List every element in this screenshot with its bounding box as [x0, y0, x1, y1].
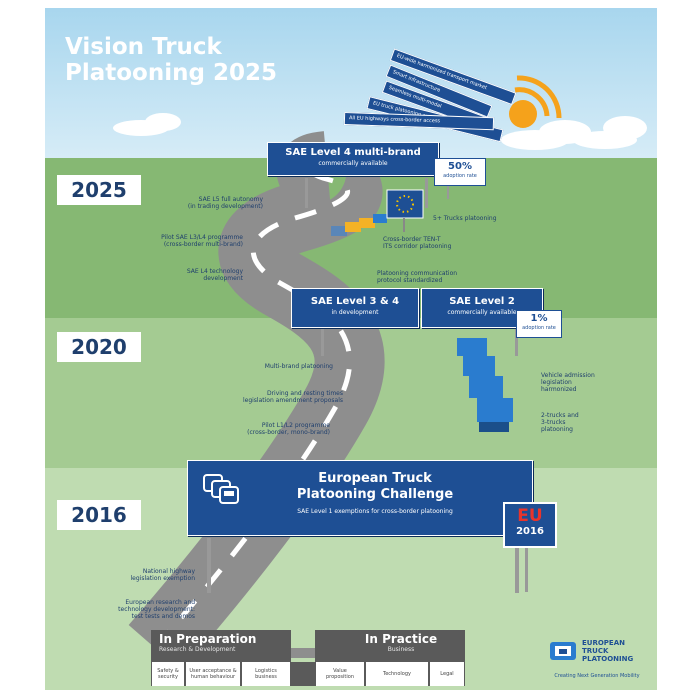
- year-label-2016: 2016: [57, 500, 141, 530]
- eu-2016-badge: EU 2016: [503, 502, 557, 548]
- year-label-2020: 2020: [57, 332, 141, 362]
- sign-level4-title: SAE Level 4 multi-brand: [285, 147, 421, 158]
- sun-icon: [509, 75, 562, 128]
- eu-badge-year: 2016: [516, 526, 544, 537]
- category-legal: Legal: [430, 662, 464, 686]
- annotation-2025-right-1: 5+ Trucks platooning: [433, 215, 497, 222]
- phase-preparation-subtitle: Research & Development: [159, 646, 236, 653]
- annotation-2025-left-1: SAE L5 full autonomy(in trading developm…: [187, 196, 263, 210]
- badge-50-percent: 50% adoption rate: [434, 158, 486, 186]
- logo-line-2: TRUCK: [582, 647, 609, 655]
- badge-1-percent: 1% adoption rate: [516, 310, 562, 338]
- eu-badge-letters: EU: [517, 506, 543, 526]
- infographic-poster: Vision Truck Platooning 2025 EU-wide har…: [45, 8, 657, 690]
- category-safety: Safety &security: [152, 662, 184, 686]
- sign-level4-subtitle: commercially available: [318, 160, 388, 167]
- logo-line-1: EUROPEAN: [582, 639, 625, 647]
- eu-flag-sign: [386, 189, 424, 232]
- title-line-1: Vision Truck: [65, 34, 222, 60]
- eu-badge-post: [525, 532, 528, 592]
- phase-practice-title: In Practice: [364, 632, 438, 646]
- sign-level3-4: SAE Level 3 & 4 in development: [291, 288, 419, 328]
- badge-50-label: adoption rate: [443, 173, 477, 179]
- sign-level34-subtitle: in development: [331, 309, 379, 316]
- challenge-subtitle: SAE Level 1 exemptions for cross-border …: [297, 508, 453, 515]
- clouds: [113, 113, 647, 150]
- sign-platooning-challenge: European Truck Platooning Challenge SAE …: [187, 460, 533, 536]
- annotation-2020-left-3: Pilot L1/L2 programme(cross-border, mono…: [247, 422, 330, 436]
- title-line-2: Platooning 2025: [65, 60, 277, 86]
- sign-level34-title: SAE Level 3 & 4: [310, 296, 400, 307]
- preparation-bar: [151, 630, 291, 662]
- badge-1-value: 1%: [530, 313, 548, 324]
- phase-practice-subtitle: Business: [387, 646, 415, 653]
- annotation-2025-left-2: Pilot SAE L3/L4 programme(cross-border m…: [161, 234, 243, 248]
- practice-bar: [315, 630, 465, 662]
- year-label-2025: 2025: [57, 175, 141, 205]
- category-technology: Technology: [366, 662, 428, 686]
- annotation-2020-left-1: Multi-brand platooning: [264, 363, 333, 370]
- category-user-acceptance: User acceptance &human behaviour: [186, 662, 240, 686]
- logo-tagline: Creating Next Generation Mobility: [554, 673, 640, 679]
- logo-wordmark: EUROPEAN TRUCK PLATOONING: [582, 639, 633, 663]
- challenge-line-1: European Truck: [318, 471, 432, 486]
- challenge-line-2: Platooning Challenge: [296, 487, 454, 502]
- blue-truck-platoon: [457, 338, 513, 432]
- page-title: Vision Truck Platooning 2025: [65, 34, 277, 86]
- phase-preparation-title: In Preparation: [159, 632, 257, 646]
- badge-50-value: 50%: [448, 161, 472, 172]
- phase-preparation: In Preparation Research & Development: [159, 632, 289, 653]
- sign-level2-title: SAE Level 2: [449, 296, 515, 307]
- sign-level4: SAE Level 4 multi-brand commercially ava…: [267, 142, 439, 176]
- logo-line-3: PLATOONING: [582, 655, 634, 663]
- badge-1-label: adoption rate: [522, 325, 556, 331]
- trucks-icon: [203, 474, 239, 504]
- logo-truck-icon: [550, 642, 576, 660]
- sign-level2-subtitle: commercially available: [447, 309, 517, 316]
- yellow-truck-platoon: [331, 214, 387, 236]
- phase-practice: In Practice Business: [341, 632, 461, 653]
